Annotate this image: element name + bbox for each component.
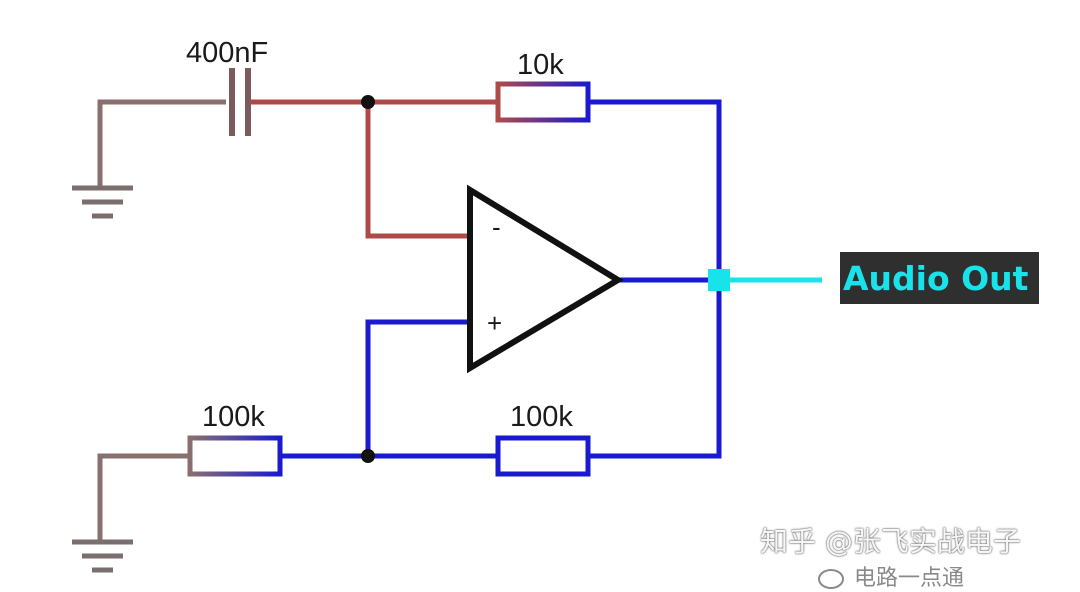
audio-out-label: Audio Out <box>843 259 1029 298</box>
capacitor <box>229 68 251 136</box>
watermark-main: 知乎 @张飞实战电子 <box>760 525 1021 558</box>
input-resistor <box>187 435 283 477</box>
output-node <box>708 269 730 291</box>
junction-top <box>361 95 375 109</box>
feedback-resistor-label: 10k <box>517 49 564 81</box>
wechat-icon <box>818 569 844 589</box>
bias-resistor-label: 100k <box>510 401 573 433</box>
audio-out-label-box <box>840 252 1039 304</box>
noninverting-input-label: + <box>487 308 502 338</box>
input-resistor-label: 100k <box>202 401 265 433</box>
top-ground-wire <box>97 99 226 188</box>
bottom-ground-icon <box>72 539 133 573</box>
inverting-input-label: - <box>492 212 501 242</box>
capacitor-label: 400nF <box>186 37 268 69</box>
junction-bottom <box>361 449 375 463</box>
top-ground-icon <box>72 185 133 219</box>
watermark-sub: 电路一点通 <box>818 560 964 592</box>
bottom-ground-wire <box>97 453 190 542</box>
inverting-net-wires <box>250 99 498 239</box>
opamp-triangle <box>467 184 624 374</box>
feedback-resistor <box>495 81 591 123</box>
watermark-sub-text: 电路一点通 <box>854 566 965 591</box>
bias-resistor <box>495 435 591 477</box>
